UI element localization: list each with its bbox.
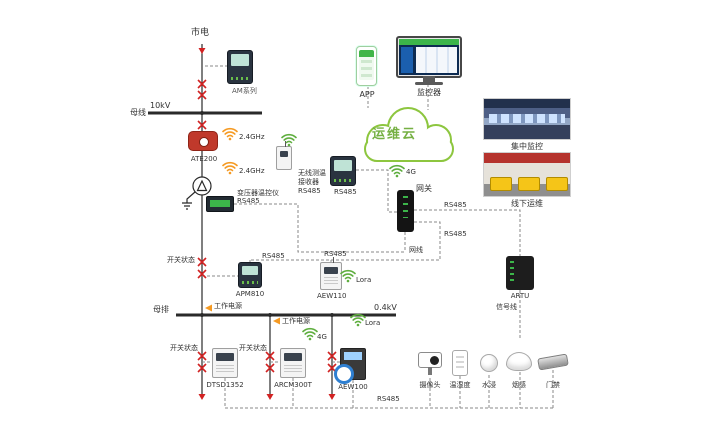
lora-icon-2 [350, 312, 366, 331]
label-rs485-mid: RS485 [444, 230, 467, 238]
gateway-device [397, 190, 414, 232]
label-water: 水浸 [482, 381, 496, 389]
wireless-temp-receiver-device [276, 141, 292, 170]
protection-relay-device [227, 50, 253, 84]
label-busbar-top: 母线 [130, 108, 146, 117]
app-phone [356, 46, 377, 86]
smoke-detector [506, 352, 532, 371]
label-switch-status-3: 开关状态 [239, 344, 267, 352]
apm810-device [238, 262, 262, 288]
label-24ghz-1: 2.4GHz [239, 133, 265, 141]
water-leak-sensor [480, 354, 498, 372]
label-rs485-bottom: RS485 [377, 395, 400, 403]
label-busbar-bottom: 母排 [153, 305, 169, 314]
power-meter-device [330, 156, 356, 186]
wireless-temp-sensor-ct [188, 131, 218, 151]
label-24ghz-2: 2.4GHz [239, 167, 265, 175]
junction-dots [200, 111, 334, 317]
label-rs485-artu: RS485 [444, 201, 467, 209]
label-artu: ARTU [510, 292, 530, 300]
label-temp-humidity: 温湿度 [449, 381, 471, 389]
label-10kv: 10kV [150, 101, 171, 110]
label-04kv: 0.4kV [374, 303, 397, 312]
label-rs485-apm: RS485 [262, 252, 285, 260]
label-aew100: AEW100 [338, 383, 368, 391]
wireless-receiver-icon [281, 132, 297, 151]
label-transformer-ctrl-rs485: RS485 [237, 197, 260, 205]
ground-lead [186, 191, 196, 203]
label-signal-line: 信号线 [496, 303, 517, 311]
camera-device [418, 352, 442, 375]
label-monitor: 监控器 [417, 88, 441, 97]
label-dtsd1352: DTSD1352 [206, 381, 244, 389]
wireless-4g-icon-2 [302, 326, 318, 345]
central-monitoring-photo [483, 98, 571, 140]
label-working-power-2: 工作电源 [282, 317, 310, 325]
label-wireless-temp-line2: 接收器 [298, 178, 319, 186]
label-arcm300t: ARCM300T [274, 381, 312, 389]
label-rs485-aew110: RS485 [324, 250, 347, 258]
label-camera: 摄像头 [419, 381, 441, 389]
label-am-series: AM系列 [232, 87, 257, 95]
working-power-arrows [205, 304, 280, 325]
label-app: APP [359, 90, 375, 99]
rs485-to-artu [414, 209, 521, 256]
dtsd1352-device [212, 348, 238, 378]
label-switch-status-1: 开关状态 [167, 256, 195, 264]
rs485-meter-bus [250, 221, 441, 261]
comm-lines [202, 65, 554, 409]
label-transformer-ctrl: 变压器温控仪 [237, 189, 279, 197]
offline-ops-photo [483, 152, 571, 197]
breaker-symbols [197, 79, 337, 373]
label-lora-1: Lora [356, 276, 372, 284]
wireless-24ghz-icon-2 [222, 160, 238, 179]
aew100-device [334, 348, 366, 384]
label-4g-gateway: 4G [406, 168, 416, 176]
aew110-device [320, 257, 342, 290]
label-cloud: 运维云 [372, 127, 418, 142]
transformer-temp-controller-device [206, 196, 234, 212]
label-ate200: ATE200 [190, 155, 218, 163]
label-working-power-1: 工作电源 [214, 302, 242, 310]
label-aew110: AEW110 [317, 292, 347, 300]
monitor-screen [396, 36, 462, 85]
label-central-monitoring: 集中监控 [511, 142, 543, 151]
label-offline-ops: 线下运维 [511, 199, 543, 208]
flow-arrows [198, 48, 336, 400]
temp-humidity-sensor [452, 350, 468, 376]
label-switch-status-2: 开关状态 [170, 344, 198, 352]
lora-icon-1 [340, 268, 356, 287]
cloud-shape [364, 107, 454, 162]
arcm300t-device [280, 348, 306, 378]
label-netcable: 网线 [409, 246, 423, 254]
artu-device [506, 256, 534, 290]
ground-symbol [182, 202, 192, 210]
label-wireless-temp-line1: 无线测温 [298, 169, 326, 177]
label-smoke: 烟感 [512, 381, 526, 389]
label-mains: 市电 [191, 28, 210, 38]
label-door: 门禁 [546, 381, 560, 389]
label-apm810: APM810 [235, 290, 265, 298]
label-lora-2: Lora [365, 319, 381, 327]
label-rs485-meter: RS485 [334, 188, 357, 196]
label-wireless-temp-line3: RS485 [298, 187, 321, 195]
wireless-24ghz-icon-1 [222, 126, 238, 145]
label-gateway: 网关 [416, 184, 432, 193]
label-4g-arcm: 4G [317, 333, 327, 341]
wireless-4g-icon [389, 163, 405, 182]
